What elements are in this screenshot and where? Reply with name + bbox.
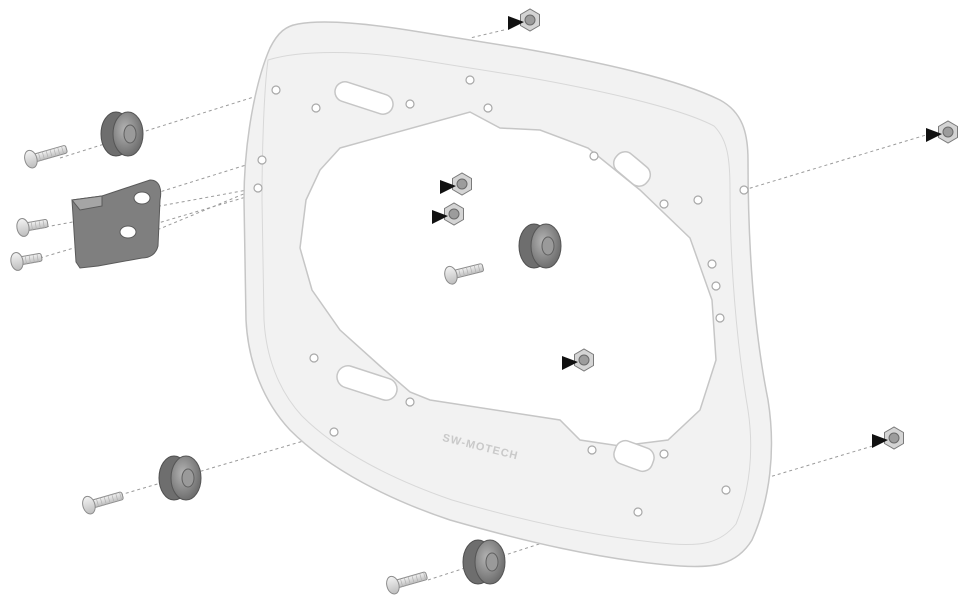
- bolt: [444, 263, 484, 285]
- arrow-icon: [508, 16, 524, 30]
- arrow-icon: [440, 180, 456, 194]
- frame-inner-rim: [261, 52, 752, 546]
- frame-hole: [483, 103, 493, 113]
- frame-hole: [253, 183, 263, 193]
- spacer-roller: [518, 223, 562, 269]
- leader-line: [469, 29, 505, 39]
- leader-line: [119, 431, 335, 496]
- arrow-icon: [562, 356, 578, 370]
- frame-hole: [707, 259, 717, 269]
- frame-hole: [465, 75, 475, 85]
- bolt: [16, 218, 49, 237]
- frame-hole: [587, 445, 597, 455]
- frame-hole: [271, 85, 281, 95]
- arrow-icon: [872, 434, 888, 448]
- frame-hole: [659, 199, 669, 209]
- frame-hole: [711, 281, 721, 291]
- frame-slot: [613, 439, 655, 473]
- frame-hole: [633, 507, 643, 517]
- arrow-icon: [926, 128, 942, 142]
- frame-slot: [334, 81, 394, 115]
- frame-hole: [739, 185, 749, 195]
- frame-hole: [589, 151, 599, 161]
- frame-hole: [405, 99, 415, 109]
- spacer-roller: [462, 539, 506, 585]
- frame-hole: [405, 397, 415, 407]
- frame-hole: [715, 313, 725, 323]
- bracket-hole: [119, 225, 137, 239]
- leader-line: [149, 159, 263, 196]
- nut: [926, 120, 958, 144]
- frame-hole: [311, 103, 321, 113]
- spacer-roller: [100, 111, 144, 157]
- frame-hole: [693, 195, 703, 205]
- spacers: [100, 111, 562, 585]
- leader-line: [59, 89, 277, 159]
- frame-hole: [329, 427, 339, 437]
- frame-hole: [257, 155, 267, 165]
- frame-holes: [253, 75, 749, 517]
- nut: [432, 202, 464, 226]
- frame-hole: [721, 485, 731, 495]
- nut: [440, 172, 472, 196]
- nut: [872, 426, 904, 450]
- bolt: [10, 252, 43, 271]
- bolt: [386, 571, 428, 595]
- nut: [508, 8, 540, 32]
- bolt: [82, 491, 124, 515]
- frame-hole: [659, 449, 669, 459]
- mounting-bracket: [71, 179, 162, 269]
- leader-line: [743, 134, 927, 191]
- frame-slot: [612, 151, 652, 187]
- frame-slot: [336, 365, 398, 401]
- leader-line: [427, 511, 639, 581]
- pannier-carrier-frame: [243, 21, 773, 568]
- frame-hole: [309, 353, 319, 363]
- nut: [562, 348, 594, 372]
- leader-line: [151, 187, 259, 233]
- bracket-flange: [71, 195, 103, 211]
- spacer-roller: [158, 455, 202, 501]
- bolt: [24, 145, 68, 169]
- bolts: [10, 145, 484, 595]
- bracket-hole: [133, 191, 151, 205]
- nuts: [432, 8, 958, 450]
- arrow-icon: [432, 210, 448, 224]
